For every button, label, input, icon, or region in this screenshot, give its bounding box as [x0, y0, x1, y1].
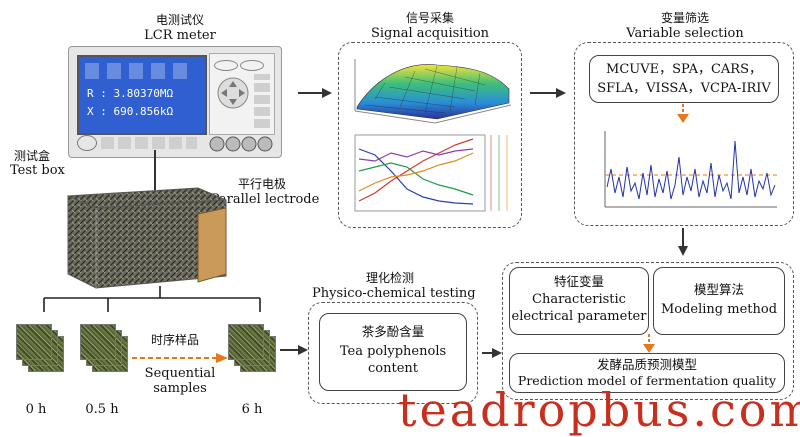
sample-label-6h: 6 h: [241, 402, 263, 417]
signal-acquisition-panel: [338, 42, 522, 228]
physico-title-en: Physico-chemical testing: [312, 286, 476, 301]
oval-button-2[interactable]: [240, 60, 264, 71]
sample-0h-front: [16, 324, 52, 360]
sample-05h-front: [80, 324, 116, 360]
sequential-label-en-1: Sequential: [144, 366, 216, 381]
oval-button-1[interactable]: [214, 60, 238, 71]
tea-polyphenols-cn: 茶多酚含量: [361, 324, 425, 339]
lcr-title-en: LCR meter: [144, 28, 216, 43]
sample-6h-front: [228, 324, 264, 360]
feature-en-2: electrical parameter: [511, 309, 647, 324]
variable-title-en: Variable selection: [626, 26, 744, 41]
signal-title-en: Signal acquisition: [370, 26, 490, 41]
feature-cn: 特征变量: [553, 274, 604, 289]
methods-box: MCUVE，SPA，CARS， SFLA，VISSA，VCPA-IRIV: [589, 55, 779, 103]
test-box-title-cn: 测试盒: [14, 149, 51, 163]
soft-keys[interactable]: [101, 137, 197, 149]
electrode-title-cn: 平行电极: [237, 177, 286, 191]
arrow-meter-to-signal: [298, 88, 332, 98]
box-to-samples-connector: [43, 286, 261, 312]
physico-title-cn: 理化检测: [365, 271, 414, 285]
test-box-title-en: Test box: [10, 163, 65, 178]
line-plot-icon: [354, 134, 508, 212]
signal-title-cn: 信号采集: [405, 11, 454, 25]
physico-panel: 茶多酚含量 Tea polyphenols content: [308, 302, 478, 404]
variable-selection-panel: MCUVE，SPA，CARS， SFLA，VISSA，VCPA-IRIV: [574, 42, 794, 226]
arrow-samples-to-physico: [280, 345, 308, 355]
test-box-icon: [67, 187, 227, 289]
lcr-screen: R : 3.80370MΩ X : 690.856kΩ: [77, 55, 207, 135]
screen-x-value: X : 690.856kΩ: [87, 105, 174, 118]
sample-label-0h: 0 h: [25, 402, 47, 417]
algo-en: Modeling method: [660, 302, 778, 317]
lcr-meter: R : 3.80370MΩ X : 690.856kΩ: [68, 46, 282, 158]
3d-surface-plot-icon: [354, 59, 512, 124]
meter-cable: [154, 150, 156, 190]
prediction-model-box: 发酵品质预测模型 Prediction model of fermentatio…: [509, 353, 785, 393]
watermark: teadropbus.com: [398, 383, 800, 437]
prediction-en: Prediction model of fermentation quality: [517, 373, 777, 388]
orange-dashed-arrow-samples: [132, 353, 228, 363]
lcr-title-cn: 电测试仪: [155, 13, 204, 27]
screen-header-bar: [85, 63, 195, 79]
orange-down-arrow-model: [643, 334, 655, 353]
tea-polyphenols-en-2: content: [368, 361, 418, 376]
modeling-method-box: 模型算法 Modeling method: [653, 267, 785, 335]
screen-r-value: R : 3.80370MΩ: [87, 87, 174, 100]
prediction-cn: 发酵品质预测模型: [596, 357, 697, 372]
arrow-variable-to-model: [678, 228, 688, 256]
arrow-physico-to-model: [482, 348, 502, 358]
methods-line-1: MCUVE，SPA，CARS，: [606, 62, 762, 77]
methods-line-2: SFLA，VISSA，VCPA-IRIV: [597, 81, 771, 96]
sample-label-05h: 0.5 h: [85, 402, 119, 417]
electrode-title-en: Parallel lectrode: [210, 192, 320, 207]
keypad[interactable]: [254, 74, 270, 128]
spectrum-plot-icon: [604, 131, 777, 208]
tea-polyphenols-en-1: Tea polyphenols: [339, 344, 447, 359]
feature-variable-box: 特征变量 Characteristic electrical parameter: [509, 267, 649, 335]
terminal-knobs-icon: [209, 136, 273, 152]
direction-pad-icon[interactable]: [216, 76, 250, 110]
algo-cn: 模型算法: [693, 282, 744, 297]
arrow-signal-to-variable: [530, 88, 566, 98]
tea-polyphenols-box: 茶多酚含量 Tea polyphenols content: [319, 313, 467, 391]
sequential-label-cn: 时序样品: [150, 333, 199, 347]
variable-title-cn: 变量筛选: [660, 11, 709, 25]
orange-down-arrow-variable: [677, 104, 689, 123]
power-button[interactable]: [77, 135, 97, 151]
lcr-panel: [209, 53, 275, 135]
feature-en-1: Characteristic: [532, 292, 626, 307]
sequential-label-en-2: samples: [153, 381, 207, 396]
model-panel: 特征变量 Characteristic electrical parameter…: [502, 262, 794, 400]
